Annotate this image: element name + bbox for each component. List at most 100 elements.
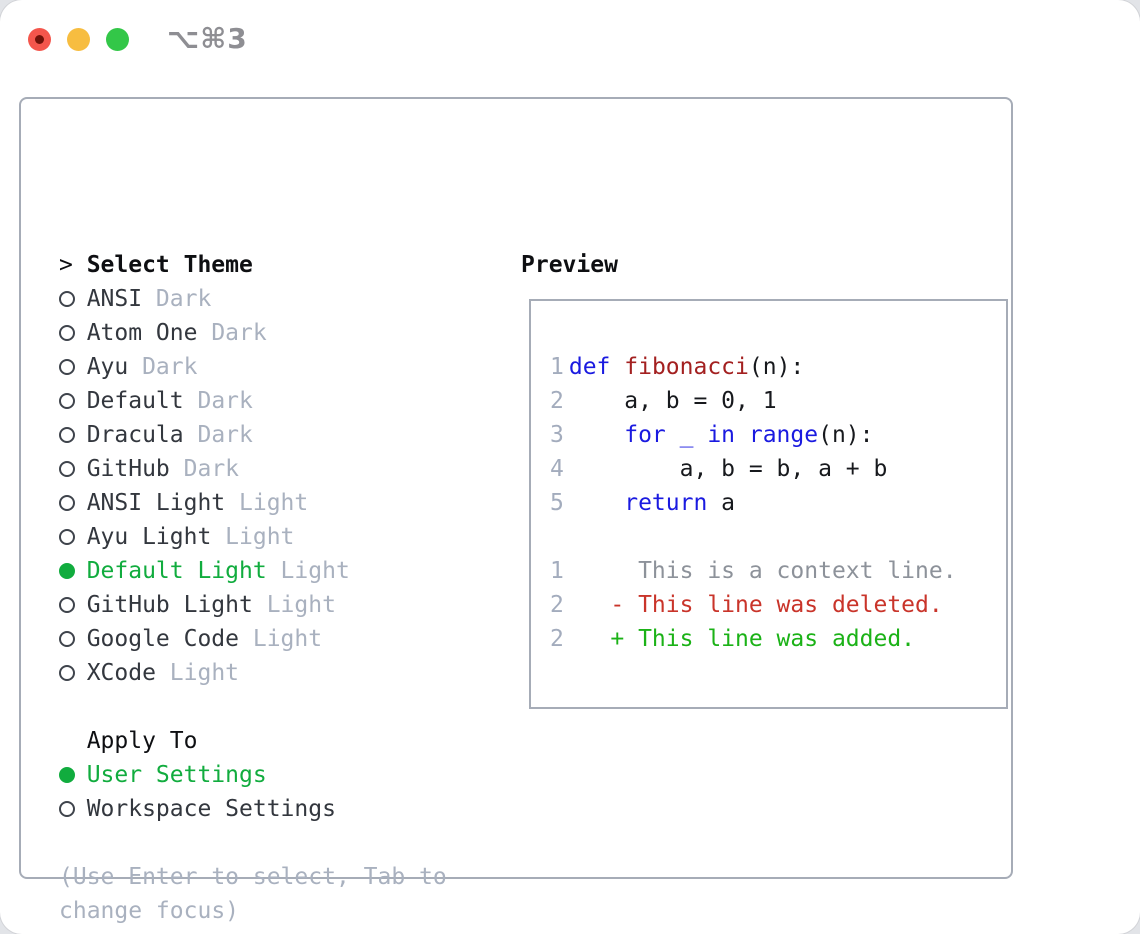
close-button[interactable] bbox=[28, 28, 51, 51]
theme-option[interactable]: ANSI Dark bbox=[59, 282, 509, 316]
code-segment: (n): bbox=[818, 422, 874, 448]
theme-option-label: ANSI Light bbox=[86, 490, 226, 516]
theme-option[interactable]: Ayu Dark bbox=[59, 350, 509, 384]
theme-variant-tag: Dark bbox=[183, 388, 253, 414]
line-number: 1 bbox=[550, 354, 564, 380]
theme-option[interactable]: GitHub Dark bbox=[59, 452, 509, 486]
cursor-arrow: > bbox=[59, 252, 73, 278]
radio-icon bbox=[59, 384, 87, 418]
line-number: 1 bbox=[550, 558, 564, 584]
theme-option[interactable]: Dracula Dark bbox=[59, 418, 509, 452]
apply-to-option[interactable]: Workspace Settings bbox=[59, 792, 509, 826]
code-line: 4 a, b = b, a + b bbox=[550, 452, 1006, 486]
theme-option[interactable]: Ayu Light Light bbox=[59, 520, 509, 554]
radio-icon bbox=[59, 486, 87, 520]
code-segment: - This line was deleted. bbox=[568, 592, 943, 618]
code-line: 2 + This line was added. bbox=[550, 622, 1006, 656]
radio-icon bbox=[59, 520, 87, 554]
radio-icon bbox=[59, 452, 87, 486]
radio-icon bbox=[59, 282, 87, 316]
theme-variant-tag: Light bbox=[239, 626, 323, 652]
code-line: 2 - This line was deleted. bbox=[550, 588, 1006, 622]
theme-variant-tag: Light bbox=[252, 592, 336, 618]
radio-icon bbox=[59, 656, 87, 690]
code-segment: a bbox=[707, 490, 736, 516]
theme-option-label: GitHub bbox=[86, 456, 170, 482]
apply-to-title: Apply To bbox=[86, 728, 198, 754]
theme-variant-tag: Dark bbox=[197, 320, 267, 346]
theme-option[interactable]: XCode Light bbox=[59, 656, 509, 690]
theme-option-label: ANSI bbox=[86, 286, 143, 312]
radio-icon bbox=[59, 418, 87, 452]
window-title: ⌥⌘3 bbox=[167, 22, 248, 55]
preview-title: Preview bbox=[521, 252, 618, 278]
code-line: 5 return a bbox=[550, 486, 1006, 520]
code-segment: (n): bbox=[748, 354, 805, 380]
code-line: 3 for _ in range(n): bbox=[550, 418, 1006, 452]
theme-option-label: Atom One bbox=[86, 320, 198, 346]
code-segment: fibonacci bbox=[624, 354, 749, 380]
theme-option[interactable]: Default Dark bbox=[59, 384, 509, 418]
theme-option[interactable]: Google Code Light bbox=[59, 622, 509, 656]
spacer-row bbox=[59, 690, 509, 724]
theme-option-label: XCode bbox=[86, 660, 156, 686]
code-line: 2 a, b = 0, 1 bbox=[550, 384, 1006, 418]
code-segment: a, b = b, a + b bbox=[568, 456, 888, 482]
theme-option-label: Dracula bbox=[86, 422, 184, 448]
theme-option-label: Default Light bbox=[86, 558, 267, 584]
code-segment: def bbox=[568, 354, 611, 380]
theme-option-label: Ayu bbox=[86, 354, 129, 380]
zoom-button[interactable] bbox=[106, 28, 129, 51]
radio-icon bbox=[59, 588, 87, 622]
code-segment bbox=[610, 354, 624, 380]
apply-to-header: Apply To bbox=[59, 724, 509, 758]
radio-selected-icon bbox=[59, 554, 87, 588]
code-segment: return bbox=[624, 490, 708, 516]
line-number: 5 bbox=[550, 490, 564, 516]
line-number: 2 bbox=[550, 592, 564, 618]
code-segment bbox=[569, 490, 624, 516]
line-number: 4 bbox=[550, 456, 564, 482]
code-segment bbox=[569, 422, 624, 448]
theme-option-label: GitHub Light bbox=[86, 592, 253, 618]
code-segment: for _ in range bbox=[624, 422, 819, 448]
spacer-row bbox=[59, 826, 509, 860]
theme-option-label: Ayu Light bbox=[86, 524, 212, 550]
minimize-button[interactable] bbox=[67, 28, 90, 51]
apply-to-option[interactable]: User Settings bbox=[59, 758, 509, 792]
theme-option[interactable]: GitHub Light Light bbox=[59, 588, 509, 622]
radio-icon bbox=[59, 792, 87, 826]
radio-selected-icon bbox=[59, 758, 87, 792]
radio-icon bbox=[59, 350, 87, 384]
hint-line: change focus) bbox=[59, 898, 240, 924]
apply-to-option-label: Workspace Settings bbox=[86, 796, 336, 822]
select-theme-title: Select Theme bbox=[86, 252, 253, 278]
radio-icon bbox=[59, 622, 87, 656]
code-segment: a, b = 0, 1 bbox=[568, 388, 777, 414]
line-number: 2 bbox=[550, 626, 564, 652]
theme-variant-tag: Light bbox=[266, 558, 350, 584]
record-dot-icon bbox=[35, 35, 44, 44]
apply-to-option-label: User Settings bbox=[86, 762, 267, 788]
theme-option[interactable]: ANSI Light Light bbox=[59, 486, 509, 520]
line-number: 2 bbox=[550, 388, 564, 414]
theme-variant-tag: Light bbox=[225, 490, 309, 516]
line-number: 3 bbox=[550, 422, 564, 448]
code-line: 1 This is a context line. bbox=[550, 554, 1006, 588]
theme-variant-tag: Dark bbox=[142, 286, 212, 312]
theme-variant-tag: Dark bbox=[183, 422, 253, 448]
code-segment: This is a context line. bbox=[568, 558, 957, 584]
theme-variant-tag: Light bbox=[211, 524, 295, 550]
theme-option[interactable]: Atom One Dark bbox=[59, 316, 509, 350]
theme-option[interactable]: Default Light Light bbox=[59, 554, 509, 588]
theme-variant-tag: Dark bbox=[169, 456, 240, 482]
